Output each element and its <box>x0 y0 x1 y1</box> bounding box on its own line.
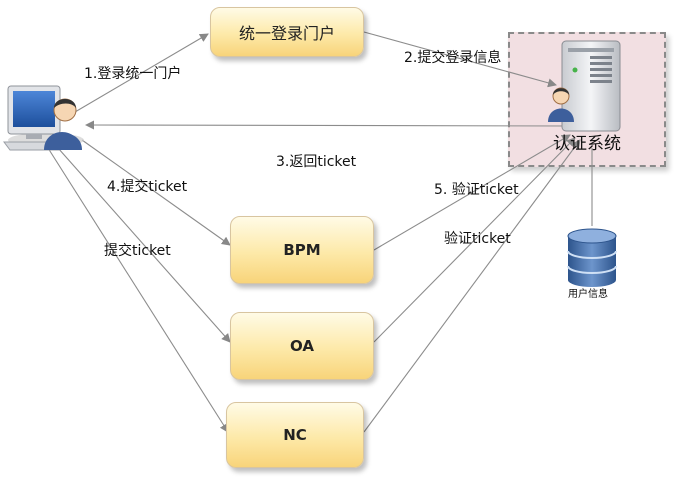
edge-label-step4: 4.提交ticket <box>107 179 188 195</box>
bpm-node: BPM <box>230 216 374 284</box>
connector-lines <box>47 31 593 433</box>
auth-system-label: 认证系统 <box>553 134 621 154</box>
database-label: 用户信息 <box>568 289 608 300</box>
arrow-nc-to-auth <box>363 139 581 433</box>
arrow-user-to-nc <box>47 147 229 433</box>
arrow-oa-to-auth <box>373 137 576 343</box>
edge-label-step1: 1.登录统一门户 <box>84 66 182 82</box>
arrow-portal-to-auth <box>363 31 557 88</box>
edge-label-step3: 3.返回ticket <box>276 154 357 170</box>
oa-node: OA <box>230 312 374 380</box>
portal-node: 统一登录门户 <box>210 7 364 57</box>
nc-node: NC <box>226 402 364 468</box>
arrow-user-to-portal <box>74 33 209 113</box>
user-computer-icon <box>3 85 84 151</box>
arrow-auth-to-user <box>85 120 571 130</box>
edge-label-step2: 2.提交登录信息 <box>404 50 502 66</box>
arrow-user-to-bpm <box>81 139 231 246</box>
nc-node-label: NC <box>283 426 307 444</box>
portal-node-label: 统一登录门户 <box>238 24 335 43</box>
oa-node-label: OA <box>290 337 314 355</box>
bpm-node-label: BPM <box>283 241 321 259</box>
edge-label-step5: 5. 验证ticket <box>434 182 519 198</box>
edge-label-submit-ticket: 提交ticket <box>104 243 171 259</box>
server-icon <box>548 40 621 132</box>
database-icon <box>567 228 617 287</box>
arrow-user-to-oa <box>57 147 231 343</box>
arrow-bpm-to-auth <box>373 134 571 251</box>
edge-label-verify-ticket: 验证ticket <box>444 231 511 247</box>
